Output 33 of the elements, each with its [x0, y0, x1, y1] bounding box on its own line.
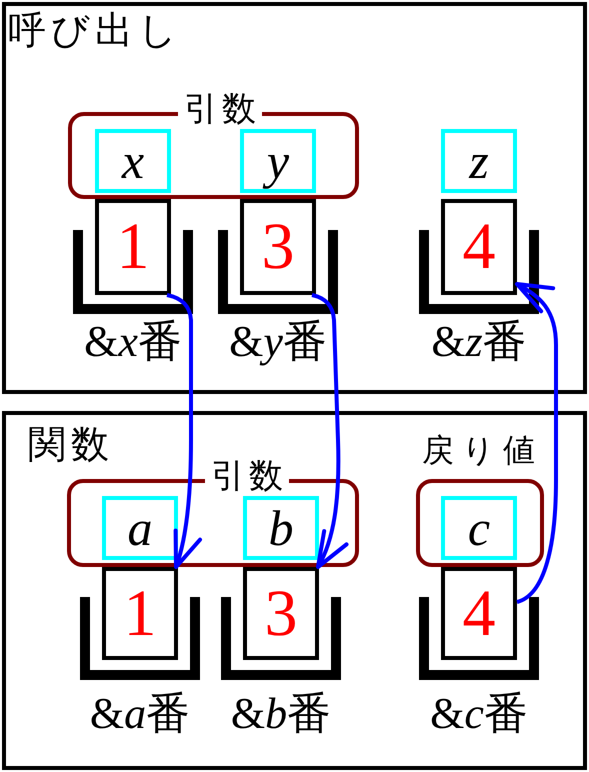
group-label: 引数 — [178, 92, 262, 128]
arrow — [515, 282, 558, 604]
group-label: 引数 — [205, 459, 289, 495]
address-label: &x番 — [84, 316, 182, 368]
value-number: 4 — [462, 209, 496, 285]
value-number: 1 — [124, 576, 156, 652]
arrow — [312, 293, 348, 569]
variable-name-box — [240, 129, 316, 193]
address-label: &y番 — [229, 316, 327, 368]
variable-name: z — [468, 133, 490, 189]
address-label: &a番 — [90, 688, 190, 740]
variable-name: a — [126, 500, 154, 556]
value-number: 4 — [462, 576, 496, 652]
frame-title: 呼び出し — [8, 10, 182, 54]
arrow — [166, 293, 202, 569]
variable-name-box — [243, 496, 319, 560]
address-label: &b番 — [230, 688, 332, 740]
variable-name-box — [441, 129, 517, 193]
value-number: 1 — [116, 209, 150, 285]
variable-name-box — [441, 496, 517, 560]
value-number: 3 — [264, 576, 298, 652]
frame-panel — [2, 2, 587, 394]
value-number: 3 — [262, 209, 294, 285]
variable-name-box — [95, 129, 171, 193]
variable-name: c — [466, 500, 492, 556]
variable-name: x — [120, 133, 146, 189]
address-label: &c番 — [430, 688, 528, 740]
variable-name: b — [268, 500, 294, 556]
variable-name-box — [102, 496, 178, 560]
frame-title: 関数 — [28, 424, 114, 468]
address-label: &z番 — [431, 316, 527, 368]
frame-panel — [2, 411, 587, 770]
variable-name: y — [262, 133, 294, 189]
